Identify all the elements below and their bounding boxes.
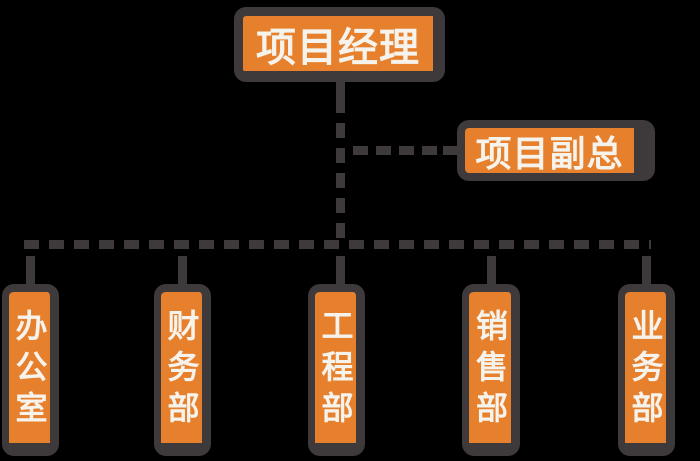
connector-drop-business-stub <box>642 267 651 285</box>
connector-drop-finance-stub <box>178 267 187 285</box>
connector-root-vertical-dashed <box>336 98 345 240</box>
connector-drop-engineering-stub <box>336 267 345 285</box>
connector-drop-business-dashed <box>642 249 651 268</box>
connector-deputy-stub <box>443 146 458 155</box>
project-deputy-label: 项目副总 <box>475 133 624 175</box>
org-box-project-manager: 项目经理 <box>234 7 445 82</box>
connector-main-horizontal-dashed <box>24 240 651 249</box>
connector-drop-office-dashed <box>26 249 35 268</box>
connector-drop-finance-dashed <box>178 249 187 268</box>
org-box-engineering: 工程部 <box>308 284 365 456</box>
connector-drop-engineering-dashed <box>336 249 345 268</box>
connector-drop-sales-dashed <box>487 249 496 268</box>
org-box-office: 办公室 <box>2 284 59 456</box>
project-manager-label: 项目经理 <box>256 24 420 71</box>
sales-label: 销售部 <box>471 309 509 432</box>
business-label: 业务部 <box>626 309 665 432</box>
connector-root-stub <box>336 79 345 98</box>
connector-drop-office-stub <box>26 267 35 285</box>
engineering-label: 工程部 <box>316 309 355 432</box>
org-box-business: 业务部 <box>618 284 675 456</box>
connector-deputy-branch-dashed <box>345 146 444 155</box>
org-box-project-deputy: 项目副总 <box>457 120 655 181</box>
connector-drop-sales-stub <box>487 267 496 285</box>
org-box-finance: 财务部 <box>154 284 211 456</box>
office-label: 办公室 <box>10 309 49 432</box>
finance-label: 财务部 <box>162 309 201 432</box>
org-box-sales: 销售部 <box>462 284 520 456</box>
